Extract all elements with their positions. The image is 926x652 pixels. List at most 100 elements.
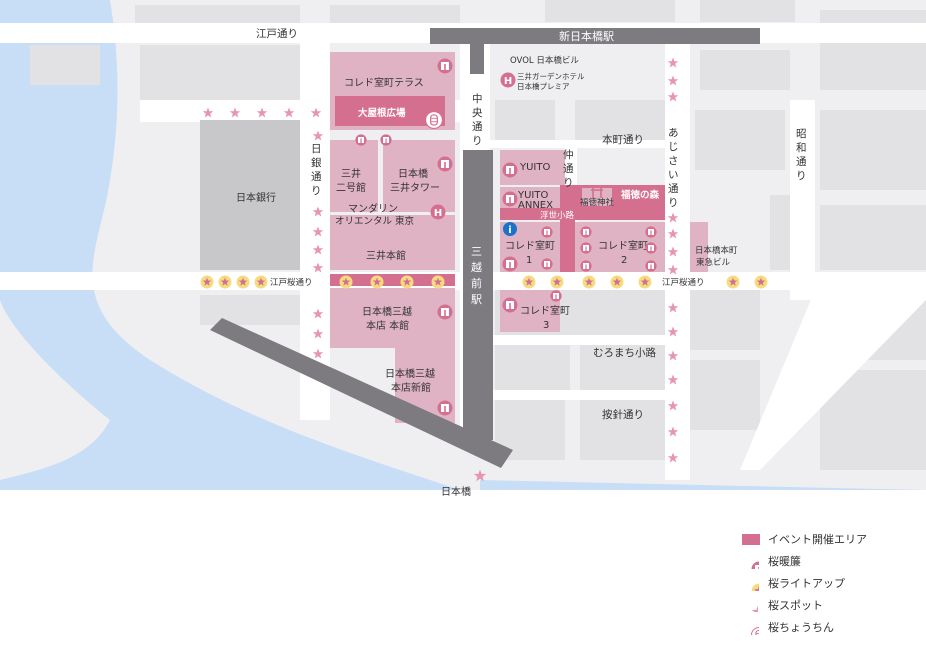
noren-icon	[502, 191, 518, 207]
label-muromachi-koji: むろまち小路	[593, 346, 656, 359]
noren-icon	[355, 134, 367, 146]
noren-icon	[502, 256, 518, 272]
label-coredo-3b: 3	[543, 320, 549, 331]
noren-icon	[645, 260, 657, 272]
noren-icon	[380, 134, 392, 146]
lightup-icon	[370, 275, 384, 289]
info-icon[interactable]: i	[503, 222, 517, 236]
label-naka-dori: 仲通り	[563, 148, 574, 189]
svg-text:銀: 銀	[311, 156, 322, 169]
lightup-icon	[218, 275, 232, 289]
legend-sakura-lightup-label: 桜ライトアップ	[768, 577, 845, 590]
svg-text:あ: あ	[668, 127, 679, 139]
noren-icon	[502, 297, 518, 313]
noren-icon	[645, 226, 657, 238]
label-oyane-hiroba: 大屋根広場	[358, 107, 406, 119]
label-tokyu-a: 日本橋本町	[695, 245, 738, 256]
lightup-icon	[339, 275, 353, 289]
noren-icon	[437, 304, 453, 320]
label-ukiyo-koji: 浮世小路	[540, 210, 575, 221]
label-coredo-1a: コレド室町	[505, 239, 555, 252]
roads	[0, 23, 926, 510]
label-mitsukoshi-shinkan-b: 本店新館	[391, 381, 431, 394]
svg-text:い: い	[668, 169, 679, 181]
lightup-icon	[550, 275, 564, 289]
svg-text:通: 通	[668, 183, 679, 195]
label-mitsukoshi-honkan-a: 日本橋三越	[362, 305, 412, 318]
label-mitsui-honkan: 三井本館	[366, 249, 406, 262]
legend-sakura-noren: 桜暖簾	[740, 550, 867, 572]
svg-text:駅: 駅	[471, 293, 482, 306]
svg-text:三: 三	[471, 245, 482, 258]
noren-icon	[437, 156, 453, 172]
label-fukutoku-shrine: 福徳神社	[580, 197, 615, 208]
label-honcho-dori: 本町通り	[602, 133, 644, 146]
sakura-spot-icon	[744, 598, 758, 612]
label-coredo-3a: コレド室町	[520, 304, 570, 317]
svg-text:越: 越	[471, 260, 482, 274]
noren-icon	[580, 226, 592, 238]
lightup-icon	[400, 275, 414, 289]
svg-text:じ: じ	[668, 141, 679, 153]
lightup-icon	[754, 275, 768, 289]
river	[0, 0, 480, 510]
lightup-icon	[200, 275, 214, 289]
svg-text:日: 日	[311, 143, 322, 155]
label-edo-dori: 江戸通り	[256, 28, 298, 40]
noren-icon	[743, 553, 759, 569]
label-harihari-dori: 按針通り	[602, 408, 644, 421]
svg-text:通: 通	[563, 163, 574, 175]
svg-text:i: i	[508, 225, 511, 236]
legend-event-area: イベント開催エリア	[740, 528, 867, 550]
lantern-icon	[425, 111, 443, 129]
lightup-icon	[254, 275, 268, 289]
noren-icon	[645, 242, 657, 254]
label-coredo-2a: コレド室町	[598, 239, 648, 252]
noren-icon	[580, 260, 592, 272]
lightup-icon	[743, 575, 759, 591]
label-nihonbashi: 日本橋	[441, 485, 471, 498]
event-area-swatch	[742, 533, 760, 545]
legend-sakura-spot: 桜スポット	[740, 594, 867, 616]
label-boj: 日本銀行	[236, 191, 276, 204]
lightup-icon	[726, 275, 740, 289]
label-mitsui-garden-2: 日本橋プレミア	[517, 81, 570, 91]
noren-icon	[502, 162, 518, 178]
noren-icon	[580, 242, 592, 254]
svg-text:さ: さ	[668, 155, 679, 167]
svg-text:昭: 昭	[796, 128, 807, 140]
legend-sakura-lightup: 桜ライトアップ	[740, 572, 867, 594]
label-mandarin-a: マンダリン	[348, 202, 398, 215]
label-coredo-1b: 1	[526, 255, 532, 266]
svg-text:り: り	[668, 197, 679, 209]
hotel-icon	[500, 72, 516, 88]
noren-icon	[437, 58, 453, 74]
mitsukoshimae-station-bar	[463, 150, 493, 440]
lightup-icon	[610, 275, 624, 289]
svg-text:和: 和	[796, 142, 807, 154]
legend-sakura-lantern-label: 桜ちょうちん	[768, 621, 834, 634]
svg-text:通: 通	[472, 121, 483, 133]
label-mitsui-garden-1: 三井ガーデンホテル	[517, 71, 585, 81]
label-edo-sakura-east: 江戸桜通り	[662, 277, 705, 288]
svg-text:り: り	[311, 185, 322, 197]
expressway	[210, 318, 513, 468]
boj-building	[200, 120, 300, 270]
label-mitsukoshi-honkan-b: 本店 本館	[366, 319, 409, 332]
rail-link	[470, 44, 484, 74]
lantern-icon	[743, 619, 759, 635]
label-yuito-annex-b: ANNEX	[518, 200, 553, 211]
svg-text:り: り	[796, 170, 807, 182]
lightup-icon	[236, 275, 250, 289]
label-coredo-terrace: コレド室町テラス	[344, 76, 424, 89]
fukutoku-shrine-area	[582, 188, 612, 206]
label-mitsui-2a: 三井	[341, 167, 361, 180]
lightup-icon	[522, 275, 536, 289]
